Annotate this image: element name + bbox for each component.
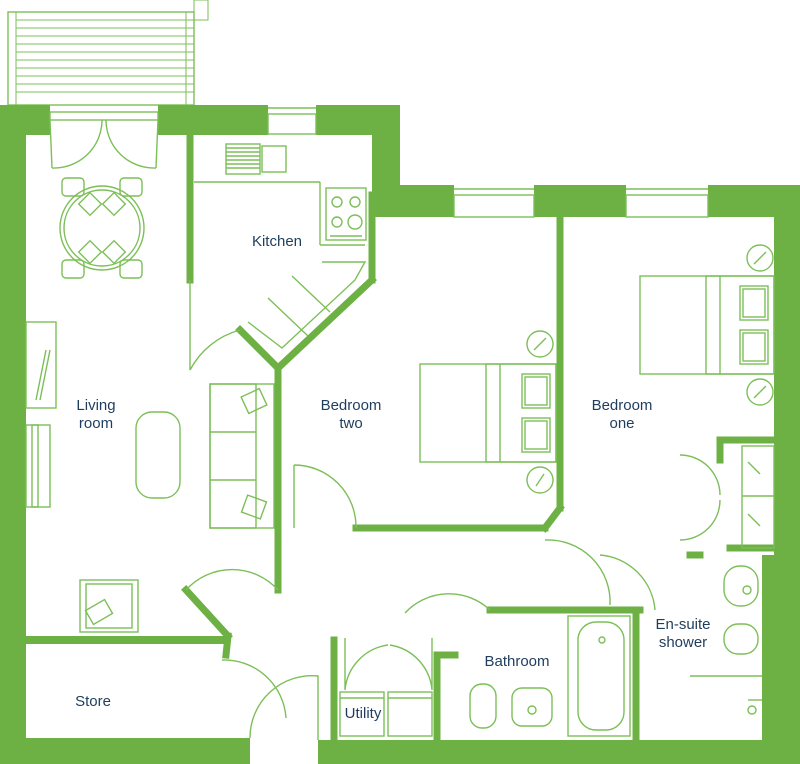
label-living-line1: Living xyxy=(76,397,115,414)
label-kitchen: Kitchen xyxy=(252,233,302,250)
label-utility: Utility xyxy=(345,705,382,722)
balcony xyxy=(7,0,209,106)
doors xyxy=(49,111,721,740)
bedroom-one-furniture xyxy=(639,244,775,549)
label-bedroom-one-line2: one xyxy=(609,415,634,432)
utility-fittings xyxy=(339,691,433,737)
bedroom-two-furniture xyxy=(419,330,557,494)
walls xyxy=(0,105,800,764)
en-suite-fittings xyxy=(690,565,762,715)
windows xyxy=(267,107,709,218)
label-bathroom: Bathroom xyxy=(484,653,549,670)
label-en-suite-line1: En-suite xyxy=(655,616,710,633)
kitchen-fittings xyxy=(194,143,367,349)
living-furniture xyxy=(25,177,275,633)
label-bedroom-one-line1: Bedroom xyxy=(592,397,653,414)
label-en-suite-line2: shower xyxy=(659,634,707,651)
label-living-line2: room xyxy=(79,415,113,432)
label-bedroom-two-line2: two xyxy=(339,415,362,432)
bathroom-fittings xyxy=(469,615,631,737)
label-bedroom-two-line1: Bedroom xyxy=(321,397,382,414)
label-store: Store xyxy=(75,693,111,710)
room-labels: Living room Kitchen Bedroom two Bedroom … xyxy=(75,233,710,722)
